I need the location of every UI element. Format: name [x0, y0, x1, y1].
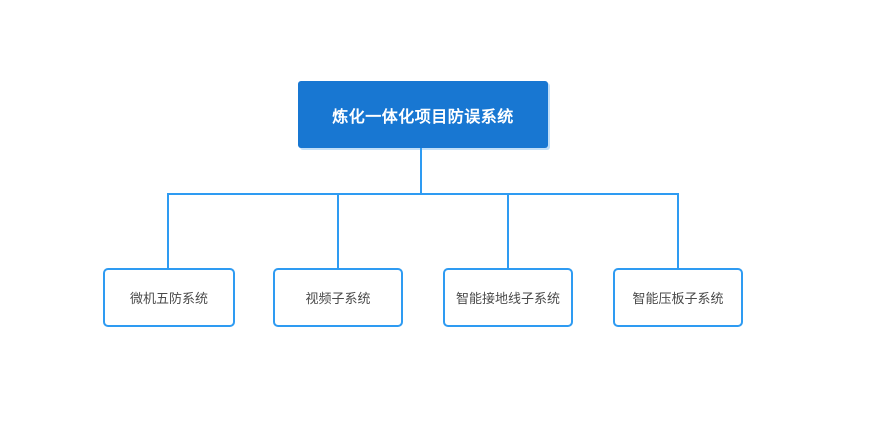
connector-drop-child-4 — [677, 193, 679, 268]
root-node[interactable]: 炼化一体化项目防误系统 — [298, 81, 548, 148]
connector-root-vertical — [420, 148, 422, 194]
child-node-label: 智能压板子系统 — [632, 291, 724, 306]
connector-horizontal-trunk — [167, 193, 679, 195]
connector-drop-child-1 — [167, 193, 169, 268]
child-node-smart-grounding-wire[interactable]: 智能接地线子系统 — [443, 268, 573, 327]
child-node-video-subsystem[interactable]: 视频子系统 — [273, 268, 403, 327]
connector-drop-child-3 — [507, 193, 509, 268]
child-node-label: 视频子系统 — [305, 291, 371, 306]
connector-drop-child-2 — [337, 193, 339, 268]
child-node-label: 智能接地线子系统 — [455, 291, 560, 306]
root-node-label: 炼化一体化项目防误系统 — [332, 108, 514, 126]
child-node-wuji-wufang[interactable]: 微机五防系统 — [103, 268, 235, 327]
child-node-smart-pressure-plate[interactable]: 智能压板子系统 — [613, 268, 743, 327]
child-node-label: 微机五防系统 — [129, 291, 208, 306]
